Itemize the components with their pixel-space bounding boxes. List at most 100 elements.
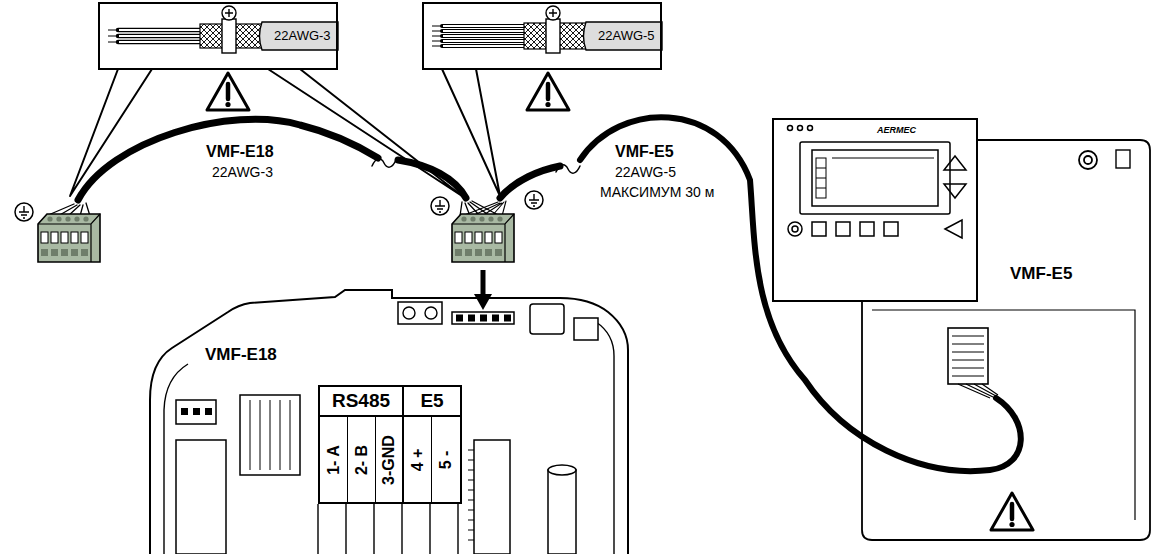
display-device [945, 220, 962, 238]
cable [372, 159, 396, 167]
illustration [452, 214, 514, 262]
wall-plate [1079, 151, 1097, 169]
cable-spec: 22AWG-3 [274, 29, 331, 44]
pin-header-pins [456, 315, 463, 322]
cable-length-note: МАКСИМУМ 30 м [600, 184, 714, 200]
illustration [431, 197, 449, 215]
table-cell: 1- A [320, 417, 348, 502]
insert-arrow [474, 294, 492, 310]
pin-header-pins [468, 315, 475, 322]
board-housing [150, 290, 628, 554]
cable [78, 119, 378, 200]
cable-detail [546, 6, 560, 20]
table-header: RS485 [332, 390, 390, 412]
pin-header-pins [492, 315, 499, 322]
board-housing [548, 470, 576, 554]
board-housing [425, 307, 437, 319]
display-device [808, 126, 813, 131]
callout-box: 22AWG-3 [98, 2, 338, 70]
display-device [812, 222, 826, 236]
brand-logo: AERMEC [877, 125, 916, 135]
board-housing [176, 400, 216, 424]
cable-detail [98, 2, 338, 70]
cable-spec: 22AWG-5 [615, 164, 676, 180]
board-housing [176, 440, 226, 554]
table-cell: 3-GND [376, 417, 404, 502]
cable-spec: 22AWG-3 [212, 164, 273, 180]
board-housing [403, 307, 415, 319]
callout-pointer [268, 69, 462, 196]
display-device [816, 158, 934, 188]
cable [556, 165, 580, 173]
cable-detail [442, 26, 524, 46]
wall-plate [952, 336, 984, 376]
controller-board: VMF-E18RS485 E5 1- A 2- B 3-GND 4 + 5 - [150, 285, 630, 554]
terminal-table: RS485 E5 1- A 2- B 3-GND 4 + 5 - [318, 385, 462, 504]
cable-detail [549, 9, 557, 17]
pin-header-pins [205, 408, 212, 415]
cable [398, 160, 466, 198]
table-cell: 5 - [432, 417, 460, 502]
pin-name: 5 - [437, 450, 455, 469]
board-housing [474, 440, 510, 554]
wall-plate [1116, 150, 1130, 168]
board-housing [574, 318, 598, 340]
cable-name: VMF-E18 [206, 143, 274, 161]
board-housing [452, 312, 514, 324]
cable-detail [584, 22, 663, 50]
display-device [860, 222, 874, 236]
display-device [944, 184, 966, 198]
table-cell: E5 [404, 387, 460, 417]
illustration [15, 203, 33, 221]
pin-name: 2- B [352, 444, 370, 474]
cable-detail [222, 6, 236, 20]
device-name: VMF-E5 [1010, 264, 1072, 284]
illustration [525, 191, 543, 209]
cable-detail [443, 26, 524, 46]
illustration [38, 214, 100, 262]
callout-pointer [70, 69, 500, 196]
display-device [792, 226, 798, 232]
insert-arrow [474, 270, 492, 310]
board-housing [468, 450, 474, 540]
table-cell: RS485 [320, 387, 404, 417]
cable-detail [118, 30, 200, 42]
illustration [991, 493, 1033, 530]
display-device [884, 222, 898, 236]
illustration [207, 73, 249, 110]
illustration [527, 73, 569, 110]
cable [46, 117, 1021, 471]
display-device [772, 118, 978, 302]
table-cell: 4 + [404, 417, 432, 502]
display-device [772, 118, 978, 302]
display-device [836, 222, 850, 236]
insert-arrow [481, 270, 486, 296]
board-housing [150, 290, 628, 554]
cable-detail [260, 22, 339, 50]
callout-box: 22AWG-5 [422, 2, 662, 70]
pin-name: 3-GND [380, 435, 398, 485]
pin-name: 4 + [408, 448, 426, 471]
cable-detail [422, 2, 662, 70]
cable-detail [119, 30, 200, 42]
pin-header-pins [480, 315, 487, 322]
cable-detail [422, 2, 662, 70]
wall-plate [872, 310, 1135, 520]
wall-plate [958, 384, 998, 398]
board-housing [240, 395, 300, 475]
display-panel: AERMEC [772, 118, 978, 302]
pin-name: 1- A [324, 445, 342, 475]
display-device [798, 126, 803, 131]
display-device [812, 150, 938, 206]
cable-detail [225, 9, 233, 17]
pin-header-pins [181, 408, 188, 415]
table-header: E5 [420, 390, 443, 412]
device-name: VMF-E18 [205, 345, 277, 365]
display-device [944, 156, 966, 170]
wall-plate [948, 328, 988, 384]
board-housing [250, 400, 290, 470]
cable [580, 117, 1021, 471]
